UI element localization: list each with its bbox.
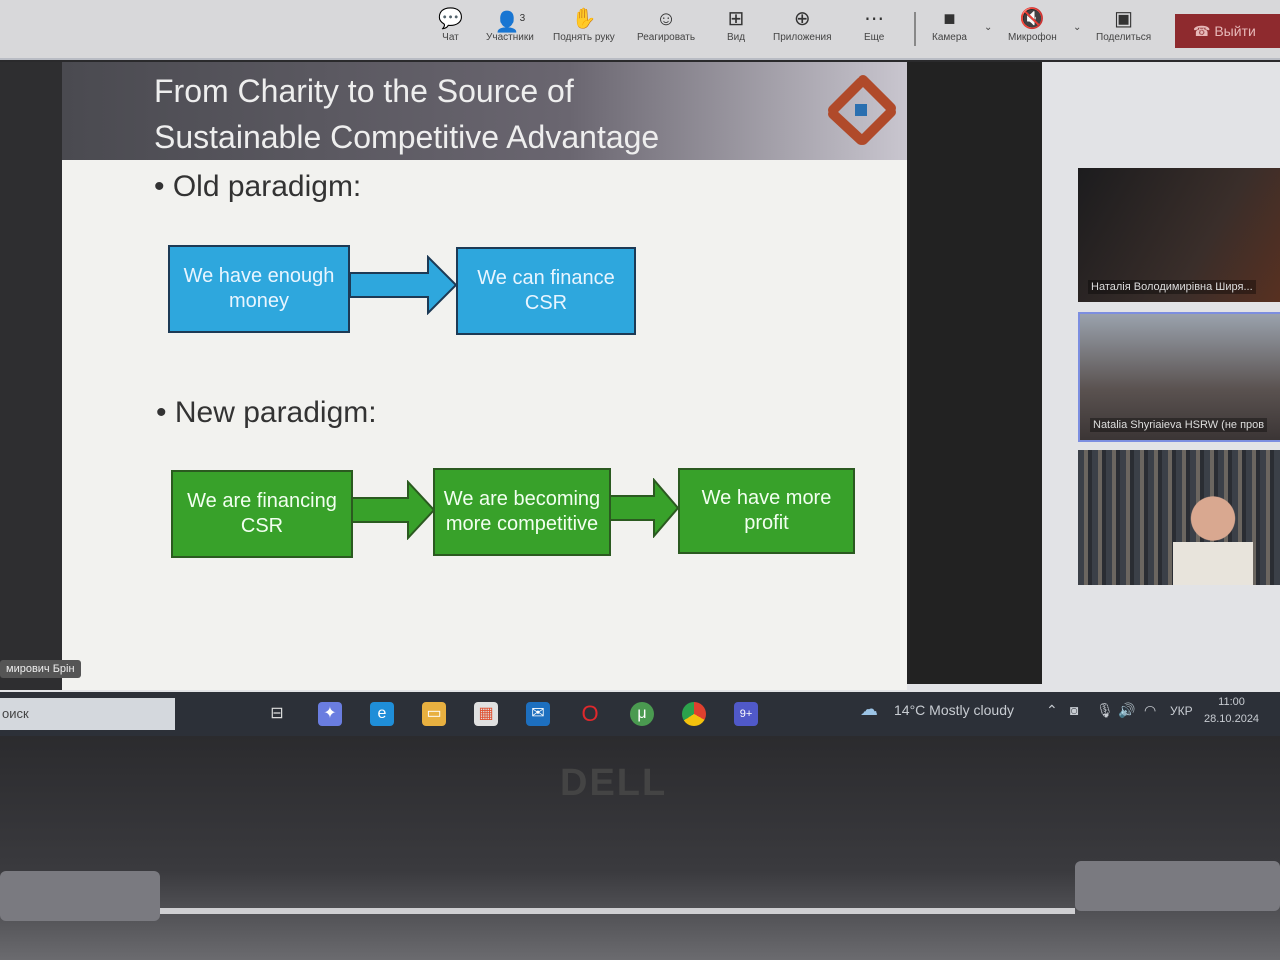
mic-button[interactable]: 🔇Микрофон <box>1008 8 1057 43</box>
chat-button[interactable]: 💬Чат <box>438 8 463 43</box>
windows-taskbar: оиск ⊟ ✦ e ▭ ▦ ✉ O μ 9+ ☁ 14°C Mostly cl… <box>0 692 1280 736</box>
toolbar-divider <box>914 12 916 46</box>
mic-options-chevron-icon[interactable]: ⌄ <box>1073 22 1082 33</box>
language-indicator[interactable]: УКР <box>1170 704 1193 718</box>
camera-button[interactable]: ■Камера <box>932 8 967 43</box>
volume-icon[interactable]: 🔊 <box>1118 702 1136 718</box>
more-icon: ⋯ <box>864 8 885 30</box>
stage-gap <box>907 62 1042 684</box>
arrow-icon <box>610 478 680 538</box>
edge-icon[interactable]: e <box>370 702 394 726</box>
old-box-2: We can finance CSR <box>456 247 636 335</box>
teams-icon[interactable]: 9+ <box>734 702 758 726</box>
participant-avatar <box>1173 490 1253 585</box>
view-button[interactable]: ⊞Вид <box>727 8 746 43</box>
raise-hand-button[interactable]: ✋Поднять руку <box>553 8 615 43</box>
opera-icon[interactable]: O <box>581 701 599 726</box>
new-box-3: We have more profit <box>678 468 855 554</box>
grid-icon: ⊞ <box>727 8 745 30</box>
hand-icon: ✋ <box>571 8 597 30</box>
weather-icon[interactable]: ☁ <box>860 699 878 719</box>
apps-button[interactable]: ⊕Приложения <box>773 8 832 43</box>
task-view-icon[interactable]: ⊟ <box>270 705 284 722</box>
participant-tile-2[interactable]: Natalia Shyriaieva HSRW (не пров <box>1078 312 1280 442</box>
participant-tile-1[interactable]: Наталія Володимирівна Ширя... <box>1078 168 1280 302</box>
camera-options-chevron-icon[interactable]: ⌄ <box>984 22 993 33</box>
microphone-icon[interactable]: 🎙 <box>1096 702 1114 718</box>
people-icon: 👤3 <box>494 11 526 34</box>
chat-icon: 💬 <box>438 8 463 30</box>
presenter-video <box>0 62 72 690</box>
copilot-icon[interactable]: ✦ <box>318 702 342 726</box>
weather-widget[interactable]: 14°C Mostly cloudy <box>894 702 1014 718</box>
store-icon[interactable]: ▦ <box>474 702 498 726</box>
phone-icon: ☎ <box>1193 23 1215 39</box>
wifi-icon[interactable]: ◠ <box>1144 702 1157 718</box>
hinge <box>0 871 160 921</box>
camera-icon: ■ <box>943 8 956 30</box>
new-box-2: We are becoming more competitive <box>433 468 611 556</box>
hinge <box>1075 861 1280 911</box>
mic-muted-icon: 🔇 <box>1019 8 1045 30</box>
arrow-icon <box>350 255 458 315</box>
laptop-edge <box>160 908 1075 914</box>
more-button[interactable]: ⋯Еще <box>864 8 885 43</box>
hands-logo-icon <box>828 75 896 145</box>
torrent-icon[interactable]: μ <box>630 702 654 726</box>
file-explorer-icon[interactable]: ▭ <box>422 702 446 726</box>
meet-now-icon[interactable]: ◙ <box>1070 702 1079 718</box>
old-box-1: We have enough money <box>168 245 350 333</box>
apps-icon: ⊕ <box>793 8 811 30</box>
mail-icon[interactable]: ✉ <box>526 702 550 726</box>
share-icon: ▣ <box>1114 8 1134 30</box>
chrome-icon[interactable] <box>682 702 706 726</box>
leave-button[interactable]: ☎ Выйти <box>1175 14 1280 48</box>
new-paradigm-heading: • New paradigm: <box>156 396 377 429</box>
participant-tile-3[interactable] <box>1078 450 1280 585</box>
arrow-icon <box>352 480 436 540</box>
new-box-1: We are financing CSR <box>171 470 353 558</box>
tray-overflow-chevron-icon[interactable]: ⌃ <box>1046 702 1058 718</box>
smiley-icon: ☺ <box>655 8 677 30</box>
presenter-name: мирович Брін <box>0 660 81 678</box>
react-button[interactable]: ☺Реагировать <box>637 8 696 43</box>
taskbar-search[interactable]: оиск <box>0 698 175 730</box>
old-paradigm-heading: • Old paradigm: <box>154 170 362 203</box>
laptop-bezel: DELL <box>0 736 1280 960</box>
dell-logo: DELL <box>560 762 668 804</box>
share-button[interactable]: ▣Поделиться <box>1096 8 1152 43</box>
